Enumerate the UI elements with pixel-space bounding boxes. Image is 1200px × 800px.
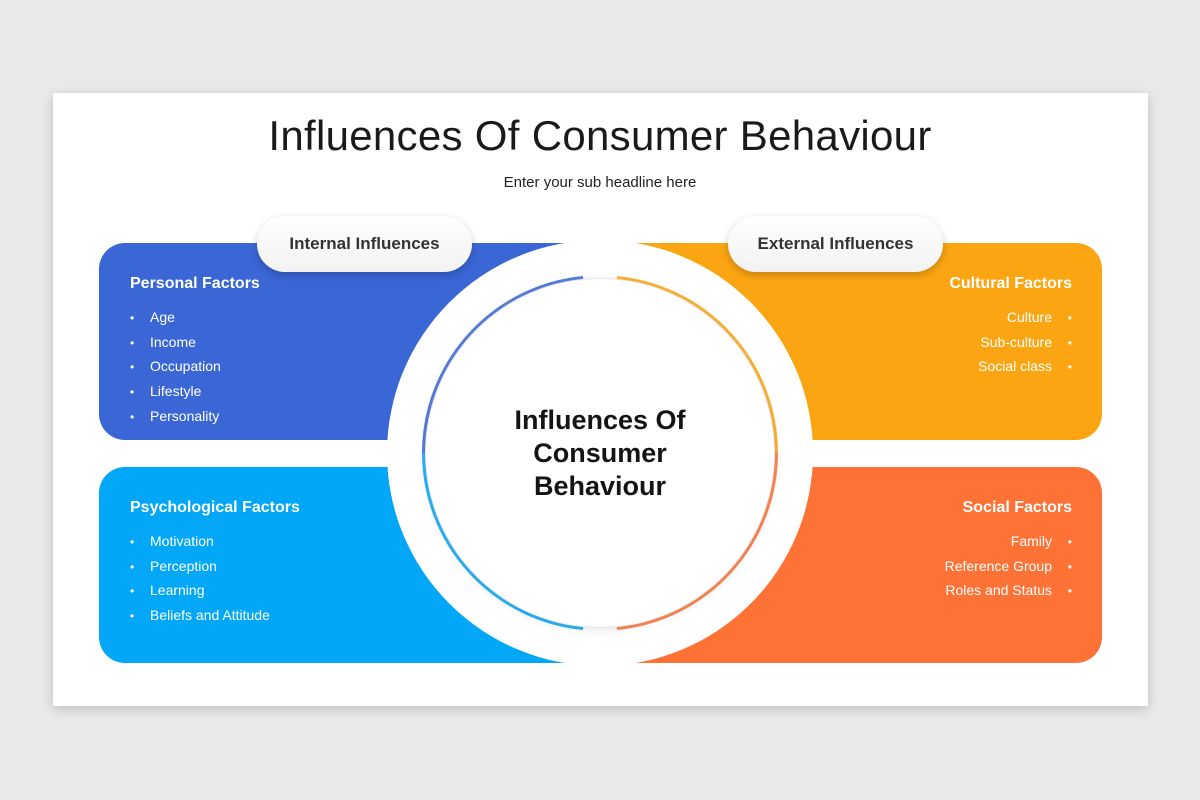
psychological-factors-title: Psychological Factors xyxy=(130,499,300,516)
list-item: Roles and Status• xyxy=(945,578,1072,603)
page-subtitle: Enter your sub headline here xyxy=(503,174,697,191)
external-influences-pill: External Influences xyxy=(728,216,943,272)
social-factors-title: Social Factors xyxy=(962,499,1072,516)
center-circle: Influences Of Consumer Behaviour xyxy=(426,279,774,627)
page-title: Influences Of Consumer Behaviour xyxy=(268,112,932,159)
list-item: •Perception xyxy=(130,554,270,579)
list-item: Reference Group• xyxy=(945,554,1072,579)
personal-factors-list: •Age •Income •Occupation •Lifestyle •Per… xyxy=(130,305,221,428)
list-item: •Income xyxy=(130,330,221,355)
bullet: • xyxy=(130,311,135,325)
bullet: • xyxy=(1067,584,1072,599)
cultural-factors-title: Cultural Factors xyxy=(949,275,1072,292)
list-item: Culture• xyxy=(978,305,1072,330)
bullet: • xyxy=(130,409,135,424)
bullet: • xyxy=(1067,559,1072,574)
social-factors-list: Family• Reference Group• Roles and Statu… xyxy=(945,529,1072,603)
list-item: •Beliefs and Attitude xyxy=(130,603,270,628)
list-item: •Learning xyxy=(130,578,270,603)
bullet: • xyxy=(130,385,135,400)
bullet: • xyxy=(130,335,135,350)
list-item: •Motivation xyxy=(130,529,270,554)
bullet: • xyxy=(130,360,135,375)
bullet: • xyxy=(130,584,135,599)
bullet: • xyxy=(130,609,135,624)
list-item: Social class• xyxy=(978,354,1072,379)
bullet: • xyxy=(130,559,135,574)
bullet: • xyxy=(1067,311,1072,325)
bullet: • xyxy=(1067,335,1072,350)
list-item: •Personality xyxy=(130,404,221,429)
bullet: • xyxy=(1067,535,1072,549)
list-item: Family• xyxy=(945,529,1072,554)
list-item: Sub-culture• xyxy=(978,330,1072,355)
list-item: •Age xyxy=(130,305,221,330)
list-item: •Lifestyle xyxy=(130,379,221,404)
cultural-factors-list: Culture• Sub-culture• Social class• xyxy=(978,305,1072,379)
bullet: • xyxy=(1067,360,1072,375)
internal-influences-pill: Internal Influences xyxy=(257,216,472,272)
list-item: •Occupation xyxy=(130,354,221,379)
center-label: Influences Of Consumer Behaviour xyxy=(514,404,686,501)
bullet: • xyxy=(130,535,135,549)
psychological-factors-list: •Motivation •Perception •Learning •Belie… xyxy=(130,529,270,628)
personal-factors-title: Personal Factors xyxy=(130,275,260,292)
